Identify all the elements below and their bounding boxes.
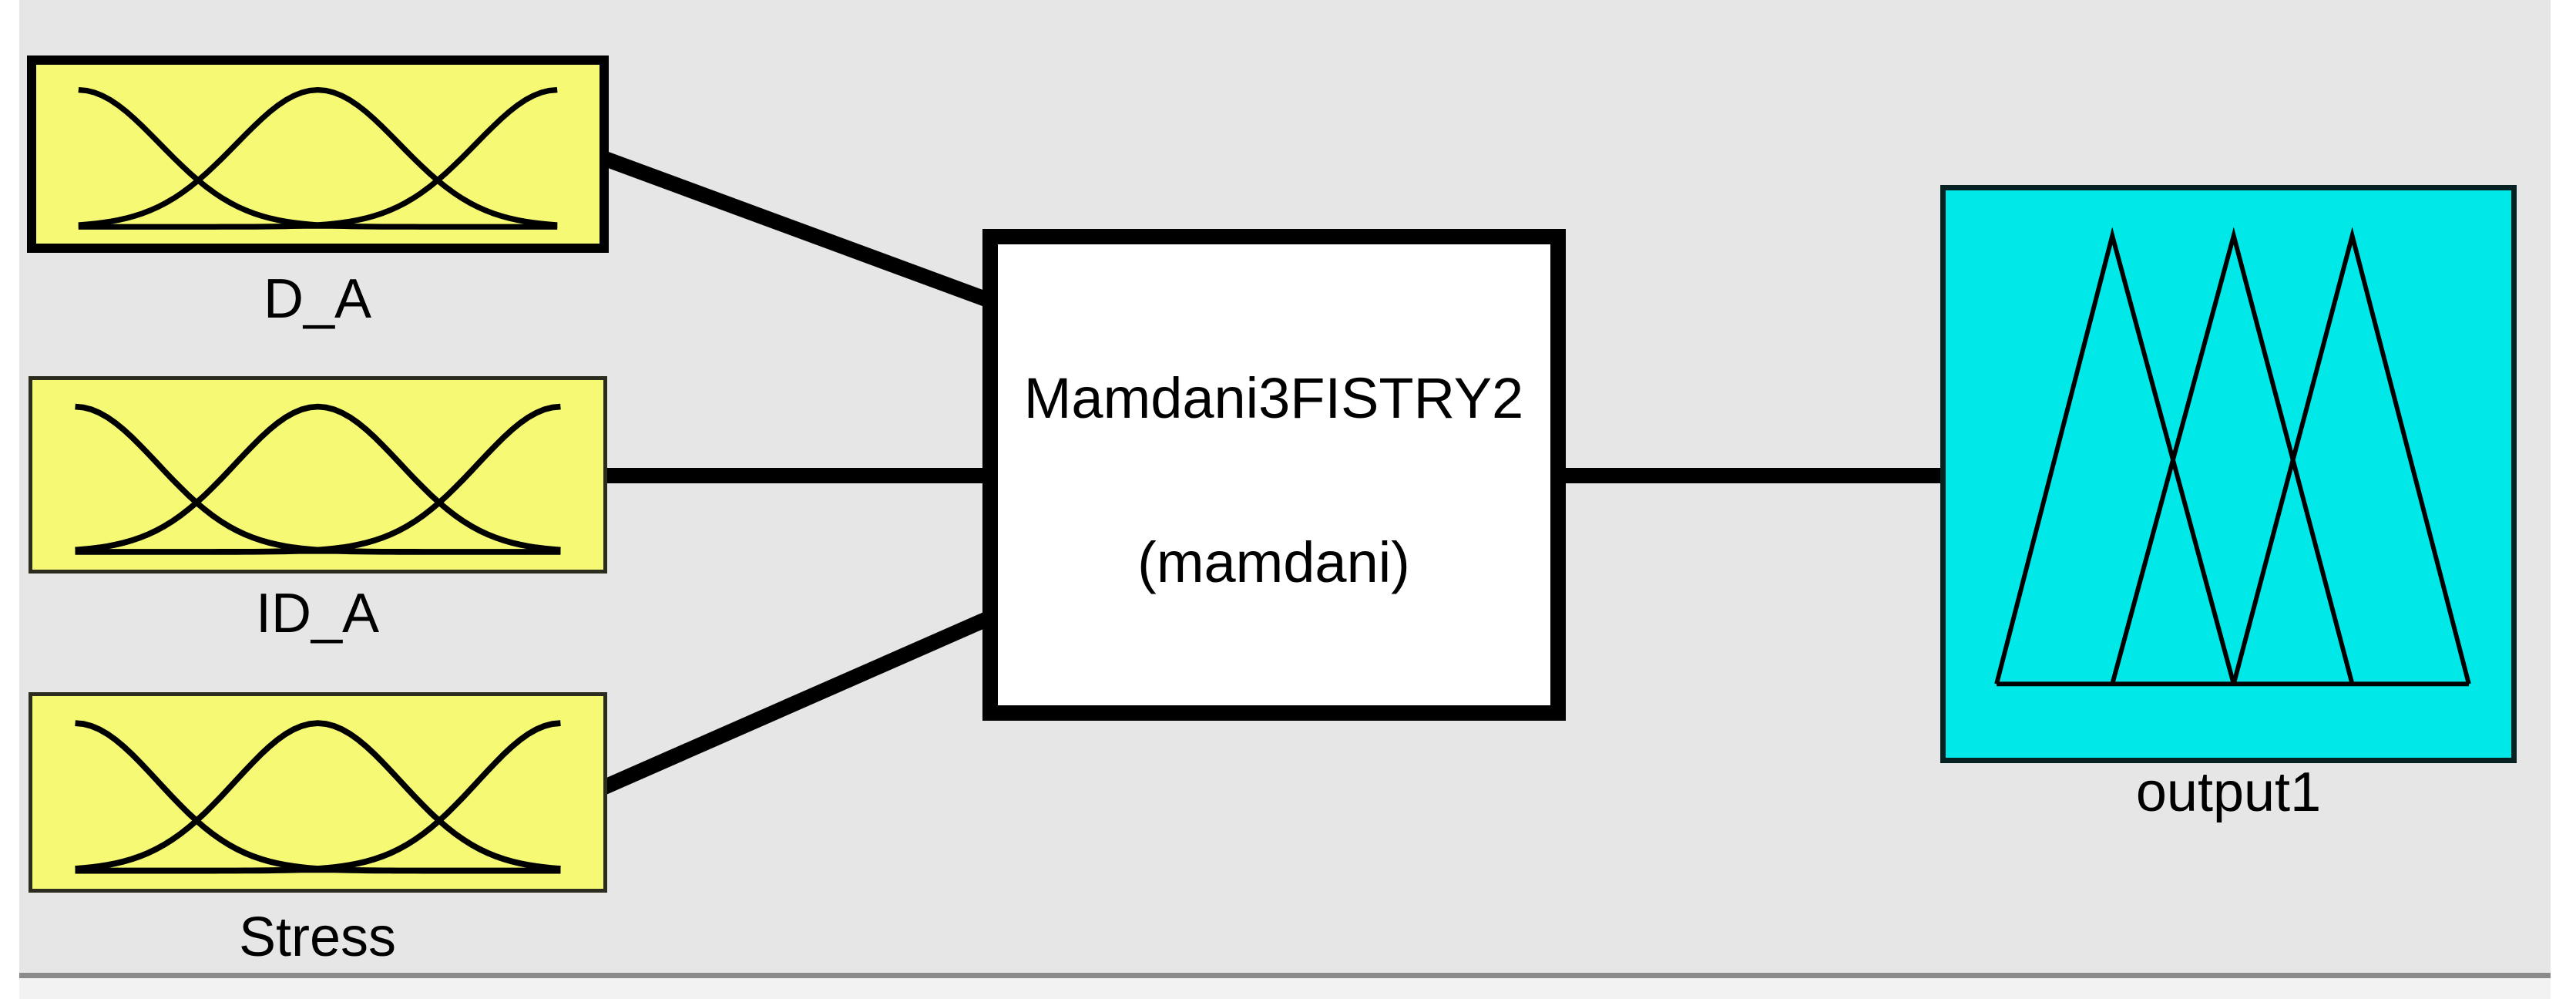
mf-tri-curve-3 xyxy=(2231,227,2471,685)
mf-gauss-curve-3 xyxy=(75,403,561,555)
membership-plot-d-a xyxy=(78,86,558,230)
input-label-d-a: D_A xyxy=(263,268,372,330)
mf-tri-curve-1 xyxy=(1994,227,2236,685)
membership-plot-stress xyxy=(75,720,561,874)
mf-gauss-curve-2 xyxy=(75,403,561,553)
panel-bottom-strip xyxy=(19,978,2551,999)
output-node-output1[interactable] xyxy=(1940,185,2517,763)
mf-gauss-curve-3 xyxy=(78,87,558,230)
mf-gauss-curve-2 xyxy=(78,86,558,228)
mf-tri-curve-2 xyxy=(2110,227,2355,685)
mf-gauss-curve-2 xyxy=(75,720,561,872)
membership-plot-output1 xyxy=(1994,227,2471,687)
fis-name-text: Mamdani3FISTRY2 xyxy=(1023,366,1524,430)
fis-process-node[interactable] xyxy=(982,229,1566,721)
connector-d-a-to-fis xyxy=(598,150,997,310)
input-label-id-a: ID_A xyxy=(255,583,380,644)
input-node-stress[interactable] xyxy=(29,692,607,893)
fis-type-text: (mamdani) xyxy=(1137,530,1410,594)
mf-gauss-curve-3 xyxy=(75,720,561,874)
membership-plot-id-a xyxy=(75,403,561,555)
panel-divider xyxy=(19,973,2551,978)
input-node-id-a[interactable] xyxy=(29,376,607,574)
mf-gauss-curve-1 xyxy=(75,403,561,555)
input-node-d-a[interactable] xyxy=(27,56,609,253)
input-label-stress: Stress xyxy=(238,906,397,968)
mf-gauss-curve-1 xyxy=(78,87,558,230)
connector-stress-to-fis xyxy=(597,608,998,796)
mf-gauss-curve-1 xyxy=(75,720,561,874)
output-label-output1: output1 xyxy=(2135,762,2322,823)
